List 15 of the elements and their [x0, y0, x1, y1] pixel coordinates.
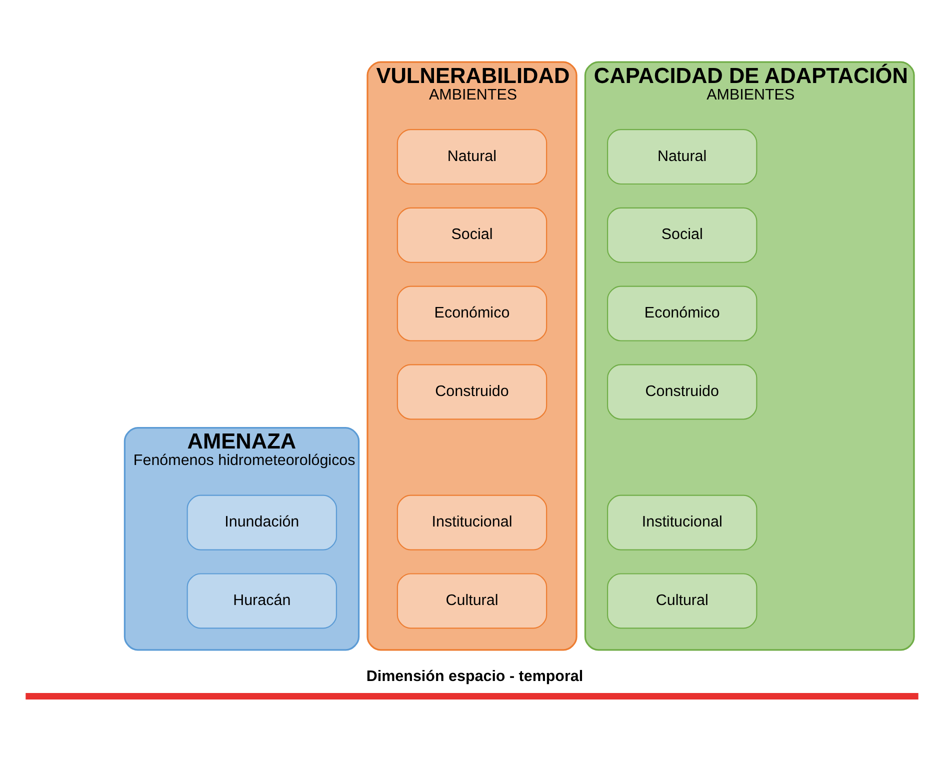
node-box: Natural: [607, 129, 758, 185]
node-box: Cultural: [396, 573, 548, 629]
node-box: Huracán: [186, 573, 337, 629]
node-box: Construido: [396, 364, 548, 420]
node-box: Institucional: [396, 494, 548, 550]
node-box: Inundación: [186, 494, 337, 550]
node-box: Social: [607, 207, 758, 263]
node-box: Económico: [607, 286, 758, 342]
node-box: Institucional: [607, 494, 758, 550]
node-box: Construido: [607, 364, 758, 420]
label: Dimensión espacio - temporal: [366, 668, 584, 686]
node-box: Social: [396, 207, 548, 263]
node-box: Económico: [396, 286, 548, 342]
node-box: Cultural: [607, 573, 758, 629]
node-box: Natural: [396, 129, 548, 185]
